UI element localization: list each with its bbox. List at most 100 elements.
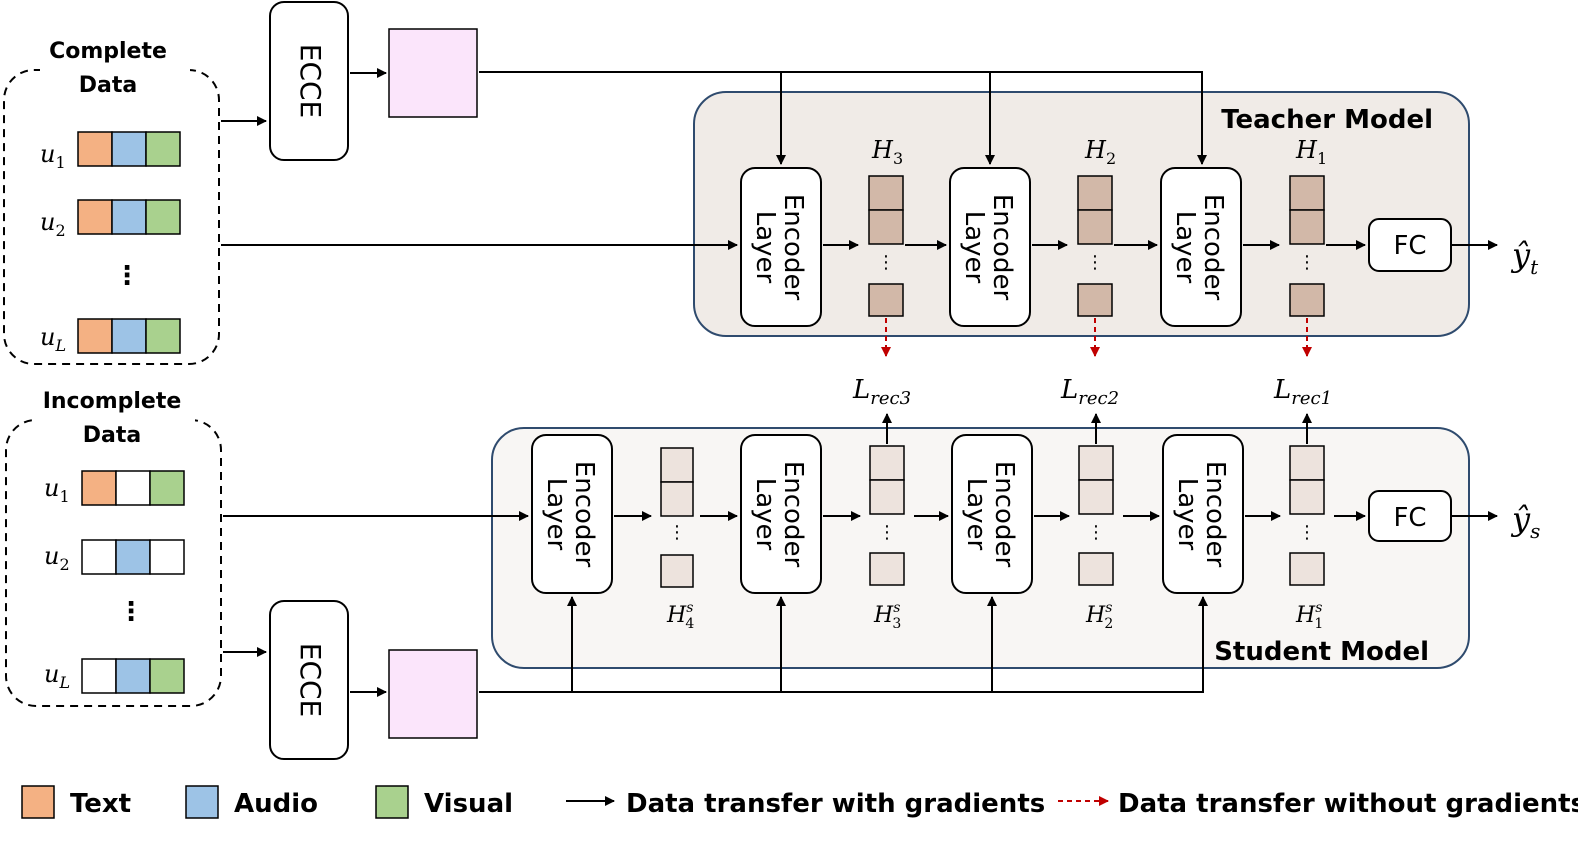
svg-text:EncoderLayer: EncoderLayer — [1170, 194, 1228, 301]
incomplete-data-title-1: Incomplete — [43, 389, 182, 414]
complete-row-2: u2 — [40, 199, 181, 240]
complete-rows-ellipsis: ⋮ — [114, 260, 140, 290]
incomplete-data-title-2: Data — [83, 423, 141, 448]
complete-row-1-label: u1 — [40, 140, 66, 172]
ecce-output-student — [388, 649, 478, 739]
student-encoder-2: EncoderLayer — [740, 434, 822, 594]
teacher-fc-block — [1368, 218, 1452, 272]
student-feature-h4: ⋮ — [660, 447, 694, 588]
teacher-encoder-2: EncoderLayer — [949, 167, 1031, 327]
teacher-encoder-3: EncoderLayer — [1160, 167, 1242, 327]
svg-text:⋮: ⋮ — [1086, 252, 1104, 272]
legend-without-gradients-label: Data transfer without gradients — [1118, 789, 1578, 819]
legend-text-swatch — [21, 785, 55, 819]
svg-text:EncoderLayer: EncoderLayer — [750, 194, 808, 301]
svg-text:EncoderLayer: EncoderLayer — [959, 194, 1017, 301]
audio-modality-cell — [115, 539, 151, 575]
legend-audio-swatch — [185, 785, 219, 819]
audio-modality-cell — [111, 131, 147, 167]
incomplete-row-1: u1 — [44, 470, 185, 506]
visual-modality-cell — [149, 658, 185, 694]
loss-rec3-label: Lrec3 — [852, 375, 911, 409]
student-encoder-3: EncoderLayer — [951, 434, 1033, 594]
incomplete-row-L: uL — [44, 658, 185, 694]
svg-text:EncoderLayer: EncoderLayer — [750, 461, 808, 568]
incomplete-row-L-label: uL — [44, 660, 70, 692]
student-feature-h2: ⋮ — [1078, 445, 1114, 586]
legend-visual-swatch — [375, 785, 409, 819]
teacher-h1-label: H1 — [1295, 136, 1327, 168]
text-modality-cell — [77, 318, 113, 354]
student-encoder-4: EncoderLayer — [1162, 434, 1244, 594]
teacher-feature-h3: ⋮ — [868, 175, 904, 317]
svg-text:EncoderLayer: EncoderLayer — [1172, 461, 1230, 568]
visual-modality-cell — [145, 318, 181, 354]
ecce-label-student: ECCE — [294, 643, 327, 717]
teacher-feature-h1: ⋮ — [1289, 175, 1325, 317]
teacher-h2-label: H2 — [1084, 136, 1116, 168]
svg-text:EncoderLayer: EncoderLayer — [961, 461, 1019, 568]
complete-row-L-label: uL — [40, 323, 66, 355]
ecce-block-teacher — [269, 1, 349, 161]
complete-data-title-2: Data — [79, 73, 137, 98]
legend-audio-label: Audio — [234, 789, 318, 819]
visual-modality-cell — [145, 131, 181, 167]
missing-audio-cell — [115, 470, 151, 506]
complete-row-1: u1 — [40, 131, 181, 172]
ecce-label-teacher: ECCE — [294, 44, 327, 118]
teacher-feature-h2: ⋮ — [1077, 175, 1113, 317]
teacher-fc-label: FC — [1393, 231, 1426, 261]
teacher-encoder-1: EncoderLayer — [740, 167, 822, 327]
student-feature-h3: ⋮ — [869, 445, 905, 586]
svg-text:⋮: ⋮ — [1298, 522, 1316, 542]
missing-visual-cell — [149, 539, 185, 575]
loss-rec1-label: Lrec1 — [1273, 375, 1332, 409]
student-fc-label: FC — [1393, 503, 1426, 533]
student-feature-h1: ⋮ — [1289, 445, 1325, 586]
visual-modality-cell — [149, 470, 185, 506]
legend-visual-label: Visual — [424, 789, 513, 819]
ecce-block-student — [269, 600, 349, 760]
svg-text:⋮: ⋮ — [877, 252, 895, 272]
teacher-h3-label: H3 — [871, 136, 903, 168]
incomplete-row-2-label: u2 — [44, 542, 70, 574]
gradient-arrows — [221, 68, 1498, 697]
student-fc-block — [1368, 490, 1452, 542]
ecce-output-teacher — [388, 28, 478, 118]
legend-text-label: Text — [70, 789, 131, 819]
legend: Text Audio Visual Data transfer with gra… — [21, 785, 1578, 819]
legend-with-gradients-label: Data transfer with gradients — [626, 789, 1045, 819]
incomplete-row-1-label: u1 — [44, 474, 70, 506]
student-model-title: Student Model — [1214, 637, 1429, 667]
student-encoder-1: EncoderLayer — [531, 434, 613, 594]
teacher-output-label: ŷt — [1510, 236, 1539, 279]
complete-row-2-label: u2 — [40, 208, 66, 240]
svg-text:⋮: ⋮ — [1298, 252, 1316, 272]
svg-text:⋮: ⋮ — [1087, 522, 1105, 542]
svg-text:EncoderLayer: EncoderLayer — [541, 461, 599, 568]
incomplete-row-2: u2 — [44, 539, 185, 575]
complete-row-L: uL — [40, 318, 181, 355]
no-gradient-arrows — [881, 318, 1312, 357]
svg-text:⋮: ⋮ — [668, 522, 686, 542]
incomplete-rows-ellipsis: ⋮ — [118, 596, 144, 626]
missing-text-cell — [81, 539, 117, 575]
visual-modality-cell — [145, 199, 181, 235]
text-modality-cell — [81, 470, 117, 506]
missing-text-cell — [81, 658, 117, 694]
svg-text:⋮: ⋮ — [878, 522, 896, 542]
student-output-label: ŷs — [1510, 500, 1540, 543]
teacher-model-title: Teacher Model — [1221, 105, 1433, 135]
audio-modality-cell — [115, 658, 151, 694]
audio-modality-cell — [111, 199, 147, 235]
loss-rec2-label: Lrec2 — [1060, 375, 1119, 409]
complete-data-title-1: Complete — [49, 39, 167, 64]
audio-modality-cell — [111, 318, 147, 354]
text-modality-cell — [77, 131, 113, 167]
text-modality-cell — [77, 199, 113, 235]
